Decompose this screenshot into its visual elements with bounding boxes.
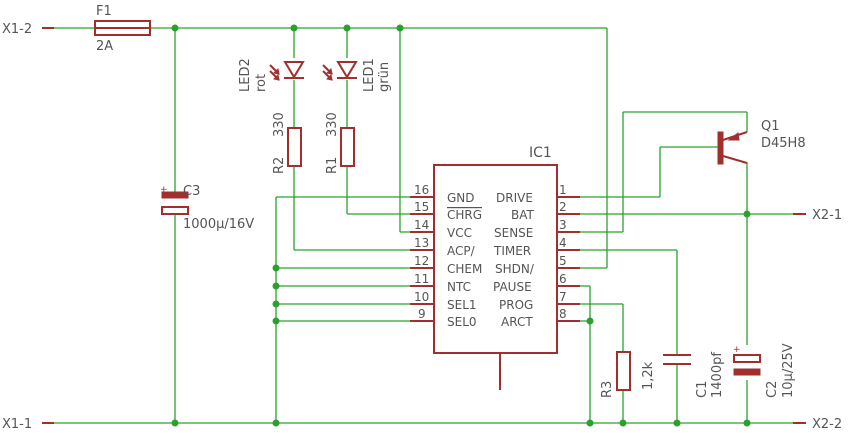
ic1-pin-name: NTC [447,280,471,294]
terminal-x1-1: X1-1 [2,417,54,432]
capacitor-c2: + C2 10µ/25V [733,343,796,398]
ic1-pin-name: SEL0 [447,315,477,329]
f1-name: F1 [96,4,112,19]
led-led2: LED2 rot [238,58,305,92]
r1-value: 330 [325,112,340,137]
c1-name: C1 [695,381,710,398]
terminal-label-x1-1: X1-1 [2,417,32,432]
ic1-left-pin-stubs [410,196,434,322]
transistor-q1: Q1 D45H8 [717,119,806,165]
ic1-pin-name: ACP/ [447,244,476,258]
f1-value: 2A [96,39,113,54]
resistor-r3: R3 1,2k [600,351,656,398]
ic1-pin-name: CHEM [447,262,482,276]
ic1-pin-num: 1 [559,183,567,197]
r3-value: 1,2k [641,361,656,390]
ic1-pin-name: DRIVE [496,191,533,205]
r2-name: R2 [272,157,287,174]
ic1-pin-name: GND [447,191,475,205]
led1-value: grün [377,62,392,92]
terminal-label-x1-2: X1-2 [2,22,32,37]
ic1-pin-num: 11 [414,272,429,286]
ic1-pin-num: 3 [559,218,567,232]
terminal-label-x2-1: X2-1 [812,208,842,223]
fuse-f1: F1 2A [94,4,151,54]
ic1-pin-num: 8 [559,307,567,321]
ic1-right-pins: 1 DRIVE 2 BAT 3 SENSE 4 TIMER 5 SHDN/ 6 … [493,183,567,329]
ic1-pin-num: 7 [559,290,567,304]
led-led1: LED1 grün [322,58,392,92]
ic1-pin-name: PAUSE [493,280,532,294]
c1-value: 1400pf [710,352,725,398]
c2-name: C2 [765,381,780,398]
ic1-pin-num: 4 [559,236,567,250]
ic1-pin-num: 14 [414,218,429,232]
led2-name: LED2 [238,58,253,92]
ic1-pin-name: ARCT [501,315,533,329]
ic1-pin-name: SENSE [494,226,533,240]
resistor-r2: R2 330 [272,112,302,174]
terminal-x2-1: X2-1 [793,208,842,223]
q1-value: D45H8 [761,136,806,151]
resistor-r1: R1 330 [325,112,355,174]
r3-name: R3 [600,381,615,398]
ic1-pin-num: 16 [414,183,429,197]
c2-plus: + [733,345,741,355]
led2-value: rot [254,74,269,92]
c3-plus: + [160,185,168,195]
terminal-label-x2-2: X2-2 [812,417,842,432]
c3-name: C3 [183,184,200,199]
ic1-pin-num: 6 [559,272,567,286]
r1-name: R1 [325,157,340,174]
ic1-pin-name-overbar: CHRG [447,208,482,222]
ic1-pin-num: 2 [559,200,567,214]
ic1-left-pins: 16 GND 15 CHRG 14 VCC 13 ACP/ 12 CHEM 11… [414,183,482,329]
led1-name: LED1 [362,58,377,92]
q1-name: Q1 [761,119,780,134]
capacitor-c3: + C3 1000µ/16V [160,184,254,232]
ic1-pin-num: 9 [418,307,426,321]
junctions [171,24,751,427]
ic-ic1: IC1 16 GND 15 CHRG 14 [410,145,580,390]
ic1-pin-num: 13 [414,236,429,250]
r2-value: 330 [272,112,287,137]
ic1-pin-num: 5 [559,254,567,268]
ic1-pin-num: 12 [414,254,429,268]
ic1-pin-name: BAT [511,208,535,222]
terminal-x2-2: X2-2 [793,417,842,432]
ic1-pin-name: TIMER [493,244,531,258]
ic1-pin-name: SHDN/ [495,262,535,276]
ic1-pin-name: PROG [499,298,533,312]
c2-value: 10µ/25V [781,343,796,398]
ic1-pin-num: 10 [414,290,429,304]
ic1-pin-num: 15 [414,200,429,214]
ic1-pin-name: VCC [447,226,472,240]
c3-value: 1000µ/16V [183,217,254,232]
ic1-name: IC1 [529,145,552,161]
ic1-pin-name: SEL1 [447,298,477,312]
capacitor-c1: C1 1400pf [663,352,725,398]
ic1-right-pin-stubs [557,196,580,322]
terminal-x1-2: X1-2 [2,22,54,37]
